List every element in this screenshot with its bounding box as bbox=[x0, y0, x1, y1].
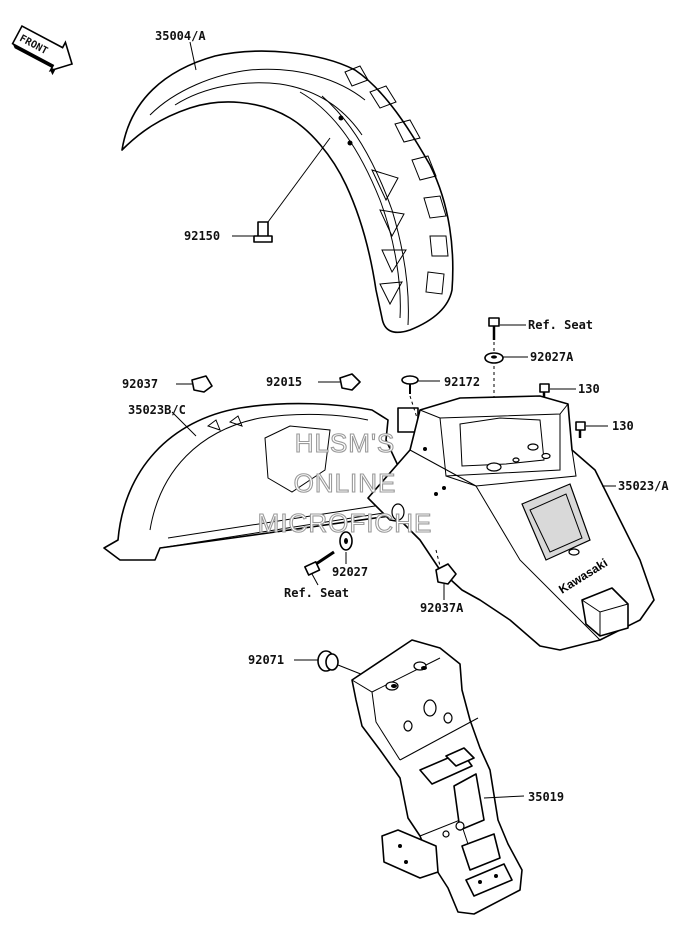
inner-fender bbox=[103, 402, 419, 561]
bolt-130-b-icon bbox=[575, 421, 608, 438]
callout-92027: 92027 bbox=[332, 565, 368, 579]
callout-35004a: 35004/A bbox=[155, 29, 206, 43]
callout-92071: 92071 bbox=[248, 653, 284, 667]
washer-92027-icon bbox=[339, 531, 353, 564]
rear-fender: Kawasaki bbox=[367, 395, 655, 651]
callout-ref-seat-bottom: Ref. Seat bbox=[284, 586, 349, 600]
front-arrow-icon: FRONT bbox=[11, 24, 74, 76]
clip-92037a-icon bbox=[435, 549, 457, 600]
bolt-ref-seat-bottom-icon bbox=[304, 550, 335, 586]
leader-35023bc bbox=[171, 411, 197, 437]
rear-bracket bbox=[351, 639, 525, 915]
washer-92027a-icon bbox=[484, 352, 528, 364]
callout-130-a: 130 bbox=[578, 382, 600, 396]
callout-35023bc: 35023B/C bbox=[128, 403, 186, 417]
watermark: HLSM'S ONLINE MICROFICHE bbox=[257, 427, 433, 538]
callout-92027a: 92027A bbox=[530, 350, 574, 364]
callout-35023a: 35023/A bbox=[618, 479, 669, 493]
bolt-ref-seat-top-icon bbox=[488, 317, 526, 440]
callout-35019: 35019 bbox=[528, 790, 564, 804]
callout-92015: 92015 bbox=[266, 375, 302, 389]
leader-35004a bbox=[189, 41, 197, 71]
svg-text:MICROFICHE: MICROFICHE bbox=[258, 508, 433, 538]
callout-ref-seat-top: Ref. Seat bbox=[528, 318, 593, 332]
clip-92037-icon bbox=[176, 375, 213, 393]
nut-92015-icon bbox=[318, 373, 361, 391]
callout-92037: 92037 bbox=[122, 377, 158, 391]
svg-text:ONLINE: ONLINE bbox=[294, 468, 397, 498]
bolt-92150-icon bbox=[253, 137, 331, 243]
callout-130-b: 130 bbox=[612, 419, 634, 433]
front-fender bbox=[121, 50, 454, 334]
callout-92150: 92150 bbox=[184, 229, 220, 243]
callout-92172: 92172 bbox=[444, 375, 480, 389]
svg-text:HLSM'S: HLSM'S bbox=[295, 428, 396, 458]
callout-92037a: 92037A bbox=[420, 601, 464, 615]
